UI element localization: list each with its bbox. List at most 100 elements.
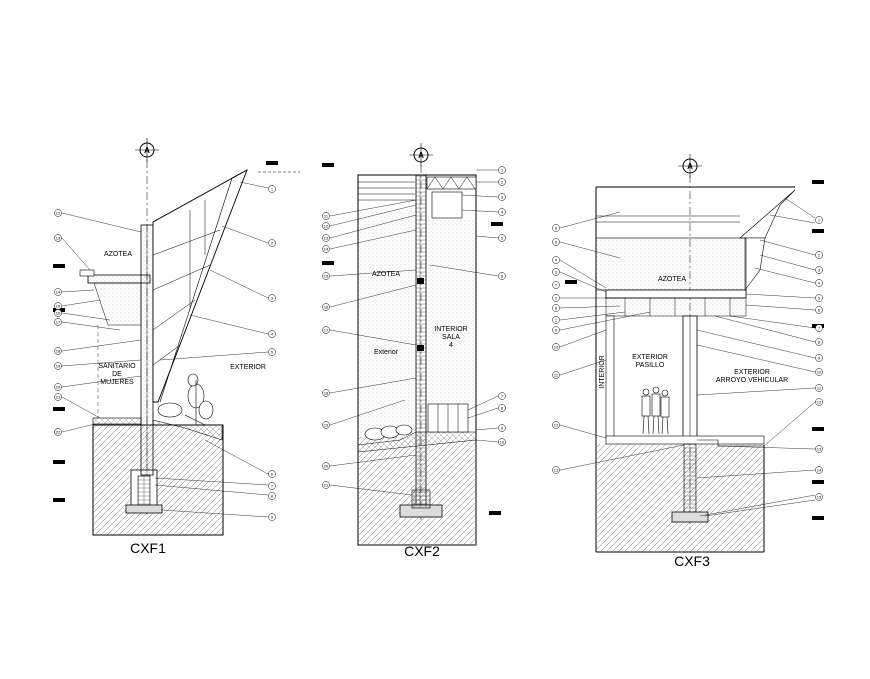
svg-text:5: 5 <box>555 240 558 245</box>
svg-text:10: 10 <box>500 440 505 445</box>
svg-text:2: 2 <box>818 253 821 258</box>
svg-text:4: 4 <box>271 332 274 337</box>
axis-label: A <box>144 146 150 155</box>
callouts-right-cxf2: 1 2 3 4 5 6 7 8 9 10 <box>498 166 506 446</box>
svg-text:13: 13 <box>817 447 822 452</box>
shrub-icon <box>364 424 413 441</box>
svg-text:20: 20 <box>56 385 61 390</box>
room-label-azotea: AZOTEA <box>372 271 400 278</box>
svg-text:21: 21 <box>324 483 329 488</box>
svg-text:6: 6 <box>501 274 504 279</box>
axis-marker-cxf3: A <box>678 154 702 178</box>
svg-text:9: 9 <box>501 426 504 431</box>
svg-text:A: A <box>687 162 693 171</box>
svg-text:7: 7 <box>271 484 274 489</box>
svg-text:13: 13 <box>324 236 329 241</box>
svg-text:8: 8 <box>501 406 504 411</box>
svg-text:20: 20 <box>324 464 329 469</box>
svg-text:6: 6 <box>555 226 558 231</box>
svg-text:8: 8 <box>555 306 558 311</box>
room-label-sanitario-1: SANITARIO <box>98 363 136 370</box>
svg-text:19: 19 <box>56 364 61 369</box>
room-label-sanitario-3: MUJERES <box>100 379 134 386</box>
svg-text:1: 1 <box>555 318 558 323</box>
svg-text:3: 3 <box>555 270 558 275</box>
section-cxf3: A <box>552 154 824 569</box>
svg-text:2: 2 <box>501 180 504 185</box>
svg-text:8: 8 <box>271 494 274 499</box>
svg-text:A: A <box>418 151 424 160</box>
section-caption-cxf3: CXF3 <box>674 553 710 569</box>
svg-text:1: 1 <box>271 187 274 192</box>
room-label-arroyo-2: ARROYO VEHICULAR <box>716 377 788 384</box>
svg-text:22: 22 <box>56 430 61 435</box>
svg-text:17: 17 <box>324 328 329 333</box>
svg-text:12: 12 <box>817 400 822 405</box>
svg-text:18: 18 <box>56 349 61 354</box>
svg-text:10: 10 <box>554 345 559 350</box>
axis-marker-cxf1: A <box>135 138 159 162</box>
svg-text:3: 3 <box>818 268 821 273</box>
svg-text:5: 5 <box>271 350 274 355</box>
svg-text:14: 14 <box>56 290 61 295</box>
svg-text:16: 16 <box>56 311 61 316</box>
svg-text:11: 11 <box>554 373 559 378</box>
section-cxf1: A <box>53 138 300 556</box>
svg-text:15: 15 <box>324 274 329 279</box>
room-label-exterior: EXTERIOR <box>230 364 266 371</box>
svg-text:15: 15 <box>56 304 61 309</box>
axis-marker-cxf2: A <box>409 143 433 167</box>
svg-text:14: 14 <box>324 247 329 252</box>
room-label-sanitario-2: DE <box>112 371 122 378</box>
svg-text:8: 8 <box>818 340 821 345</box>
svg-text:7: 7 <box>818 326 821 331</box>
svg-text:1: 1 <box>818 218 821 223</box>
svg-text:7: 7 <box>555 283 558 288</box>
svg-text:10: 10 <box>817 370 822 375</box>
svg-text:4: 4 <box>555 258 558 263</box>
room-label-pasillo-1: EXTERIOR <box>632 354 668 361</box>
room-label-arroyo-1: EXTERIOR <box>734 369 770 376</box>
svg-text:5: 5 <box>501 236 504 241</box>
svg-text:5: 5 <box>818 296 821 301</box>
svg-text:11: 11 <box>817 386 822 391</box>
svg-text:4: 4 <box>818 281 821 286</box>
svg-text:9: 9 <box>818 356 821 361</box>
room-label-interior-1: INTERIOR <box>434 326 467 333</box>
svg-text:14: 14 <box>817 468 822 473</box>
svg-text:13: 13 <box>554 468 559 473</box>
room-label-interior-2: SALA <box>442 334 460 341</box>
callouts-left-cxf2: 11 12 13 14 15 16 17 18 19 20 21 <box>322 212 330 489</box>
svg-text:11: 11 <box>324 214 329 219</box>
svg-text:2: 2 <box>555 296 558 301</box>
people-icon <box>641 386 670 435</box>
svg-text:6: 6 <box>271 472 274 477</box>
svg-text:18: 18 <box>324 391 329 396</box>
svg-text:6: 6 <box>818 308 821 313</box>
room-label-exterior: Exterior <box>374 349 399 356</box>
svg-text:3: 3 <box>271 296 274 301</box>
room-label-interior-3: 4 <box>449 342 453 349</box>
room-label-azotea: AZOTEA <box>104 251 132 258</box>
callouts-left-cxf1: 12 13 14 15 16 17 18 19 20 21 22 <box>54 209 62 436</box>
svg-text:16: 16 <box>324 305 329 310</box>
room-label-pasillo-2: PASILLO <box>636 362 665 369</box>
svg-text:17: 17 <box>56 320 61 325</box>
svg-text:4: 4 <box>501 210 504 215</box>
svg-text:9: 9 <box>271 515 274 520</box>
room-label-interior: INTERIOR <box>599 355 606 388</box>
tree-icon <box>157 373 214 426</box>
callouts-left-cxf3: 6 5 4 3 7 2 8 1 9 10 11 12 13 <box>552 224 560 474</box>
svg-text:21: 21 <box>56 395 61 400</box>
section-cxf2: A <box>322 143 506 559</box>
svg-text:12: 12 <box>554 423 559 428</box>
section-caption-cxf1: CXF1 <box>130 540 166 556</box>
svg-text:19: 19 <box>324 423 329 428</box>
svg-text:12: 12 <box>324 224 329 229</box>
section-caption-cxf2: CXF2 <box>404 543 440 559</box>
svg-text:9: 9 <box>555 328 558 333</box>
svg-text:1: 1 <box>501 168 504 173</box>
svg-text:15: 15 <box>817 495 822 500</box>
svg-text:2: 2 <box>271 241 274 246</box>
